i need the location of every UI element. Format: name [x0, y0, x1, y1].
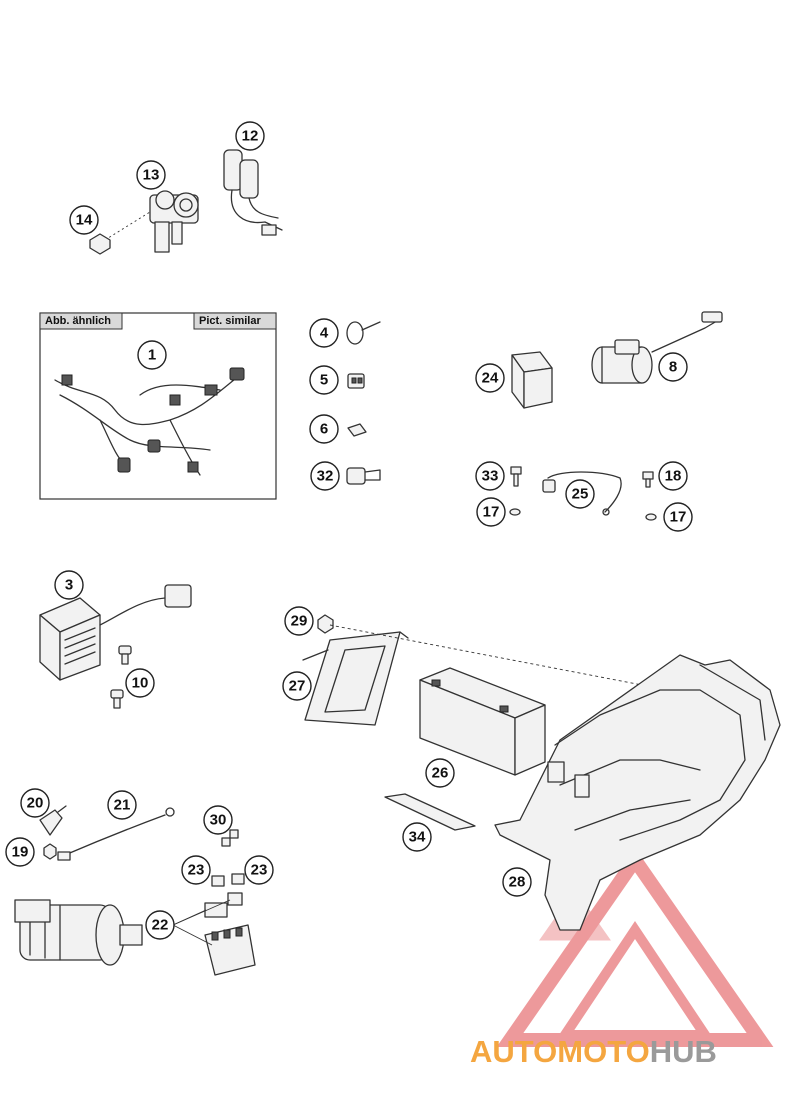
cap-20-part — [39, 805, 67, 836]
battery-cable-25-part — [542, 471, 622, 516]
callout-17a: 17 — [476, 497, 506, 527]
svg-text:18: 18 — [665, 468, 682, 485]
screw-14-part — [89, 233, 111, 255]
battery-26-part — [419, 667, 546, 776]
callout-18: 18 — [658, 461, 688, 491]
callout-19: 19 — [5, 837, 35, 867]
svg-text:30: 30 — [210, 812, 227, 829]
callout-33: 33 — [475, 461, 505, 491]
svg-text:32: 32 — [317, 468, 334, 485]
callout-5: 5 — [309, 365, 339, 395]
lock-set-12-part — [223, 149, 283, 236]
callout-24: 24 — [475, 363, 505, 393]
callout-32: 32 — [310, 461, 340, 491]
svg-text:12: 12 — [242, 128, 259, 145]
svg-text:29: 29 — [291, 613, 308, 630]
screw-18-part — [642, 471, 654, 488]
battery-holder-27-part — [302, 631, 409, 726]
pad-34-part — [384, 793, 476, 831]
callout-22: 22 — [145, 910, 175, 940]
nut-17b-part — [645, 513, 657, 521]
svg-text:14: 14 — [76, 212, 93, 229]
callout-21: 21 — [107, 790, 137, 820]
svg-text:25: 25 — [572, 486, 589, 503]
ignition-switch-part — [104, 190, 199, 253]
nut-29-part — [317, 614, 334, 634]
callout-25: 25 — [565, 479, 595, 509]
watermark-text: AUTOMOTOHUB — [470, 1034, 717, 1069]
clip-6-part — [347, 423, 367, 437]
svg-text:28: 28 — [509, 874, 526, 891]
callout-26: 26 — [425, 758, 455, 788]
inset-label-left: Abb. ähnlich — [45, 315, 111, 327]
component-8-part — [591, 311, 723, 384]
fuse-23-part — [211, 873, 245, 887]
svg-text:22: 22 — [152, 917, 169, 934]
callout-12: 12 — [235, 121, 265, 151]
svg-text:13: 13 — [143, 167, 160, 184]
callout-10: 10 — [125, 668, 155, 698]
connector-5-part — [347, 373, 365, 389]
starter-motor-part — [14, 899, 143, 966]
cable-tie-4-part — [346, 321, 381, 345]
svg-text:6: 6 — [320, 421, 328, 438]
svg-text:26: 26 — [432, 765, 449, 782]
callout-3: 3 — [54, 570, 84, 600]
callout-1: 1 — [137, 340, 167, 370]
callout-23a: 23 — [181, 855, 211, 885]
callout-29: 29 — [284, 606, 314, 636]
screw-33-part — [510, 466, 522, 487]
svg-text:5: 5 — [320, 372, 328, 389]
svg-text:33: 33 — [482, 468, 499, 485]
relay-24-part — [511, 351, 553, 409]
callout-30: 30 — [203, 805, 233, 835]
nut-17a-part — [509, 508, 521, 516]
svg-text:21: 21 — [114, 797, 131, 814]
callout-14: 14 — [69, 205, 99, 235]
svg-text:1: 1 — [148, 347, 156, 364]
starter-cable-21-part — [57, 807, 175, 861]
wiring-harness-icon — [54, 367, 245, 476]
callout-20: 20 — [20, 788, 50, 818]
svg-text:10: 10 — [132, 675, 149, 692]
svg-text:19: 19 — [12, 844, 29, 861]
svg-text:17: 17 — [483, 504, 500, 521]
svg-text:3: 3 — [65, 577, 73, 594]
starter-relay-22-part — [204, 892, 256, 976]
callout-4: 4 — [309, 318, 339, 348]
callout-23b: 23 — [244, 855, 274, 885]
nut-19-part — [43, 843, 57, 860]
connector-32-part — [346, 467, 381, 485]
svg-text:4: 4 — [320, 325, 329, 342]
svg-text:34: 34 — [409, 829, 426, 846]
frame-28-part — [494, 654, 781, 931]
callout-6: 6 — [309, 414, 339, 444]
callout-28: 28 — [502, 867, 532, 897]
svg-text:24: 24 — [482, 370, 499, 387]
leader-lines — [172, 899, 231, 946]
inset-label-right: Pict. similar — [199, 315, 261, 327]
screw-10b-part — [110, 689, 124, 709]
svg-text:20: 20 — [27, 795, 44, 812]
callout-17b: 17 — [663, 502, 693, 532]
callout-8: 8 — [658, 352, 688, 382]
wiring-harness-inset: Abb. ähnlich Pict. similar — [39, 312, 277, 500]
watermark-part1: AUTOMOTO — [470, 1034, 650, 1069]
screw-30-part — [221, 829, 239, 847]
svg-text:23: 23 — [188, 862, 205, 879]
callout-13: 13 — [136, 160, 166, 190]
regulator-3-part — [39, 584, 192, 681]
screw-10a-part — [118, 645, 132, 665]
svg-text:27: 27 — [289, 678, 306, 695]
svg-text:23: 23 — [251, 862, 268, 879]
svg-text:8: 8 — [669, 359, 677, 376]
svg-text:17: 17 — [670, 509, 687, 526]
callout-27: 27 — [282, 671, 312, 701]
watermark-part2: HUB — [650, 1034, 717, 1069]
callout-34: 34 — [402, 822, 432, 852]
